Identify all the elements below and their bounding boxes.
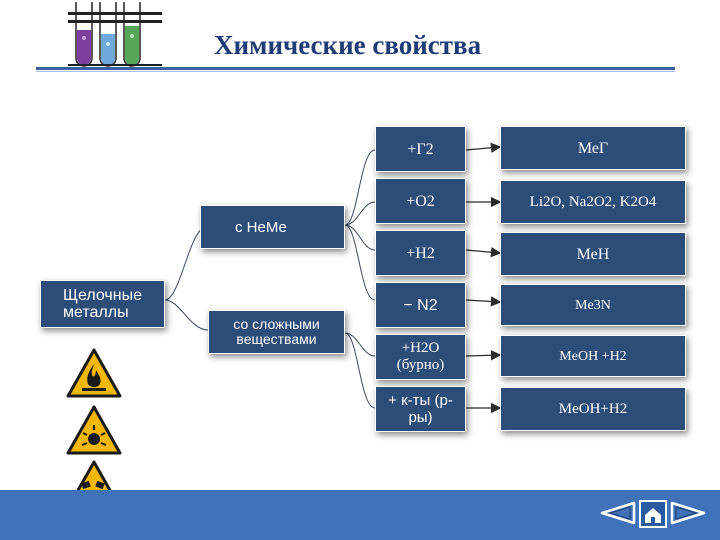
product-2: Li2O, Na2O2, K2O4 xyxy=(500,180,686,224)
footer-bar xyxy=(0,490,720,540)
reagent-5: +H2O (бурно) xyxy=(375,334,466,380)
product-3: МеН xyxy=(500,232,686,276)
arrow-left-icon[interactable] xyxy=(596,499,636,527)
arrow-1 xyxy=(465,142,502,153)
reagent-1: +Г2 xyxy=(375,126,466,172)
arrow-4 xyxy=(465,296,502,307)
explosive-hazard-icon xyxy=(66,405,122,455)
arrow-right-icon[interactable] xyxy=(670,499,710,527)
test-tubes-icon xyxy=(68,2,162,67)
flammable-hazard-icon xyxy=(66,348,122,398)
reagent-6: + к-ты (р-ры) xyxy=(375,386,466,432)
root-node: Щелочные металлы xyxy=(40,280,165,328)
product-5: MeOH +H2 xyxy=(500,335,686,377)
arrow-5 xyxy=(465,350,502,361)
home-icon[interactable] xyxy=(638,499,668,529)
branch-nonmetals: с НеМе xyxy=(200,205,345,249)
product-6: MeOH+H2 xyxy=(500,387,686,431)
slide-title: Химические свойства xyxy=(214,30,482,60)
reagent-4: − N2 xyxy=(375,282,466,328)
product-1: МеГ xyxy=(500,126,686,170)
reagent-2: +О2 xyxy=(375,178,466,224)
title-underline xyxy=(36,67,675,70)
arrow-3 xyxy=(465,247,502,258)
title-underline-light xyxy=(36,71,675,72)
branch-complex-substances: со сложными веществами xyxy=(208,310,345,354)
reagent-3: +Н2 xyxy=(375,230,466,276)
product-4: Me3N xyxy=(500,284,686,326)
